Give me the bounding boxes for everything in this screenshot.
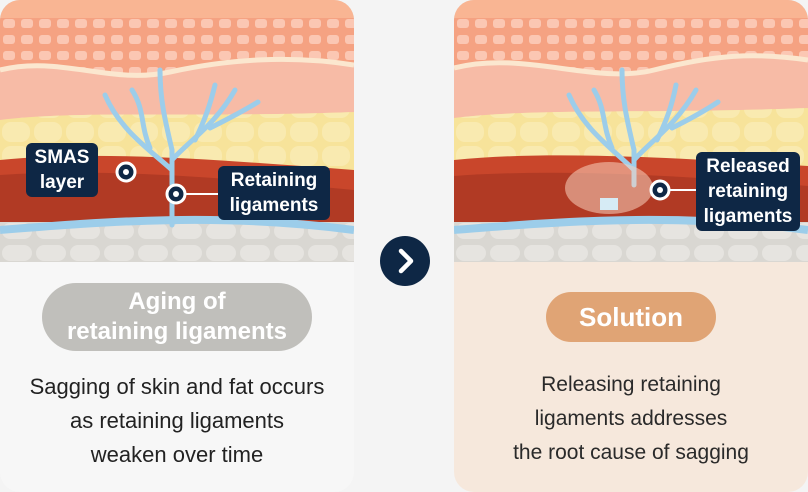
smas-layer-label: SMAS layer — [26, 143, 98, 197]
aging-pill: Aging of retaining ligaments — [42, 283, 312, 351]
released-retaining-ligaments-label: Released retaining ligaments — [696, 152, 800, 231]
solution-panel: Released retaining ligaments Solution Re… — [454, 0, 808, 492]
aging-description: Sagging of skin and fat occurs as retain… — [29, 374, 325, 467]
aging-panel: SMAS layer Retaining ligaments Aging of … — [0, 0, 354, 492]
solution-pill: Solution — [546, 292, 716, 342]
chevron-right-icon — [380, 236, 430, 286]
solution-description: Releasing retaining ligaments addresses … — [513, 373, 749, 464]
skin-cross-section-aging — [0, 0, 354, 262]
retaining-ligaments-label: Retaining ligaments — [218, 166, 330, 220]
